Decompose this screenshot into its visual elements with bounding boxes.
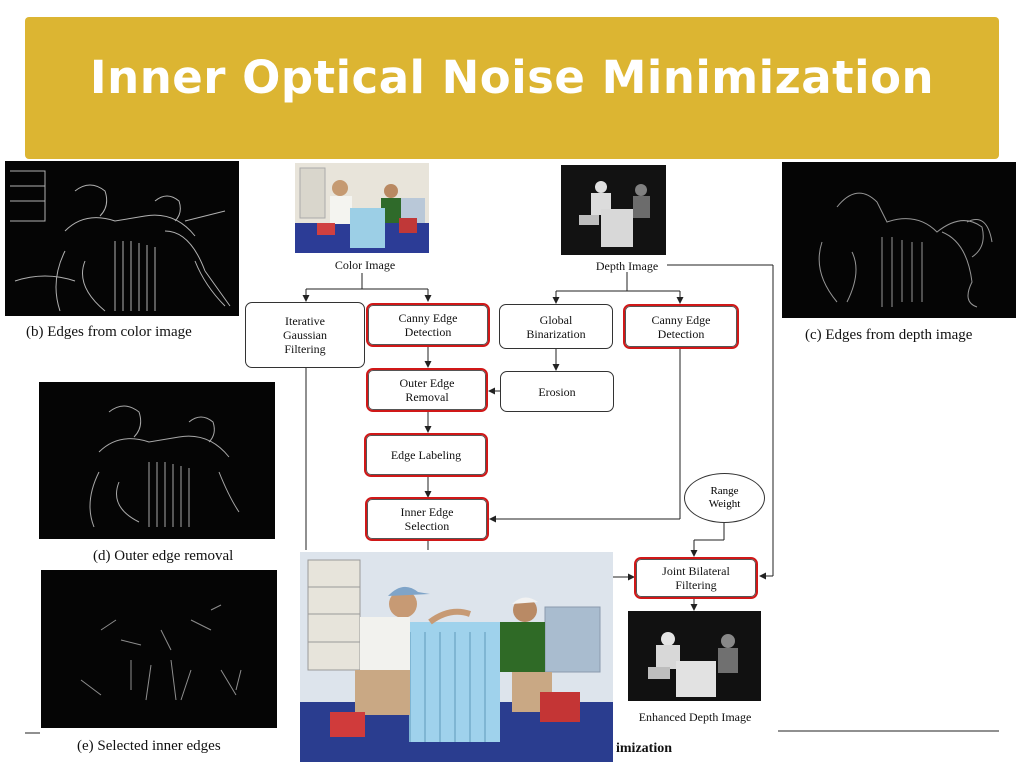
bottom-caption-fragment: imization <box>616 741 672 756</box>
caption-d: (d) Outer edge removal <box>93 548 234 564</box>
slide-title: Inner Optical Noise Minimization <box>89 51 935 104</box>
title-bar: Inner Optical Noise Minimization <box>25 17 999 159</box>
depth-image-thumbnail <box>561 165 666 255</box>
caption-b: (b) Edges from color image <box>26 324 192 340</box>
erosion-box: Erosion <box>500 371 614 412</box>
outer-edge-removal-image <box>39 382 275 539</box>
depth-edges-image <box>782 162 1016 318</box>
depth-image-label: Depth Image <box>595 259 659 273</box>
edge-labeling-box: Edge Labeling <box>364 433 488 477</box>
caption-c: (c) Edges from depth image <box>805 327 973 343</box>
color-image-thumbnail <box>295 163 429 253</box>
canny-edge-detection-color-box: Canny Edge Detection <box>366 303 490 347</box>
caption-e: (e) Selected inner edges <box>77 738 221 754</box>
inner-edge-selection-box: Inner Edge Selection <box>365 497 489 541</box>
outer-edge-removal-box: Outer Edge Removal <box>366 368 488 412</box>
canny-edge-detection-depth-box: Canny Edge Detection <box>623 304 739 349</box>
joint-bilateral-filtering-box: Joint Bilateral Filtering <box>634 557 758 599</box>
enhanced-depth-image-label: Enhanced Depth Image <box>638 710 752 724</box>
color-image-label: Color Image <box>334 258 396 272</box>
selected-inner-edges-image <box>41 570 277 728</box>
range-weight-oval: Range Weight <box>684 473 765 523</box>
global-binarization-box: Global Binarization <box>499 304 613 349</box>
enhanced-depth-image <box>628 611 761 701</box>
color-edges-image <box>5 161 239 316</box>
large-color-photo <box>300 552 613 762</box>
iterative-gaussian-filtering-box: Iterative Gaussian Filtering <box>245 302 365 368</box>
